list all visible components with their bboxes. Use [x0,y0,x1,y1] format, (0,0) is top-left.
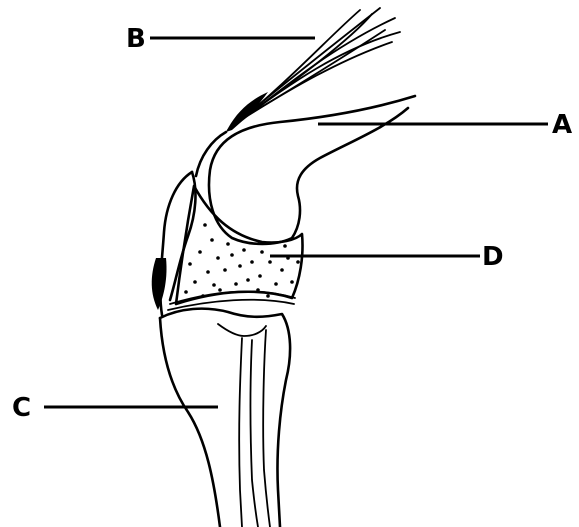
stipple-dot [223,268,227,272]
stipple-dot [242,248,246,252]
stipple-dot [283,244,287,248]
stipple-dot [230,253,234,257]
stipple-dot [206,270,210,274]
stipple-dot [188,262,192,266]
patella [152,172,196,315]
stipple-dot [258,274,262,278]
stipple-dot [184,290,188,294]
stipple-dot [203,223,207,227]
stipple-dot [198,250,202,254]
stipple-dot [274,282,278,286]
stipple-dot [226,242,230,246]
stipple-dot [234,282,238,286]
stipple-dot [238,264,242,268]
stipple-dot [290,280,294,284]
stipple-dot [280,268,284,272]
femur-bone [196,96,415,244]
stipple-dot [266,294,270,298]
joint-cartilage [168,186,303,310]
label-c: C [12,393,31,423]
leader-lines [44,38,548,407]
muscle-tendon [226,8,400,132]
stipple-dot [296,260,300,264]
stipple-dot [201,294,205,298]
stipple-dot [212,283,216,287]
stipple-dot [260,250,264,254]
tibia-bone [160,309,290,527]
stipple-dot [210,238,214,242]
stipple-dot [218,288,222,292]
stipple-dot [246,278,250,282]
label-d: D [482,242,504,272]
stipple-dot [216,256,220,260]
stipple-dot [256,288,260,292]
label-b: B [126,24,146,54]
stipple-dot [250,260,254,264]
stipple-dot [193,280,197,284]
label-a: A [552,110,572,140]
stipple-dot [268,260,272,264]
